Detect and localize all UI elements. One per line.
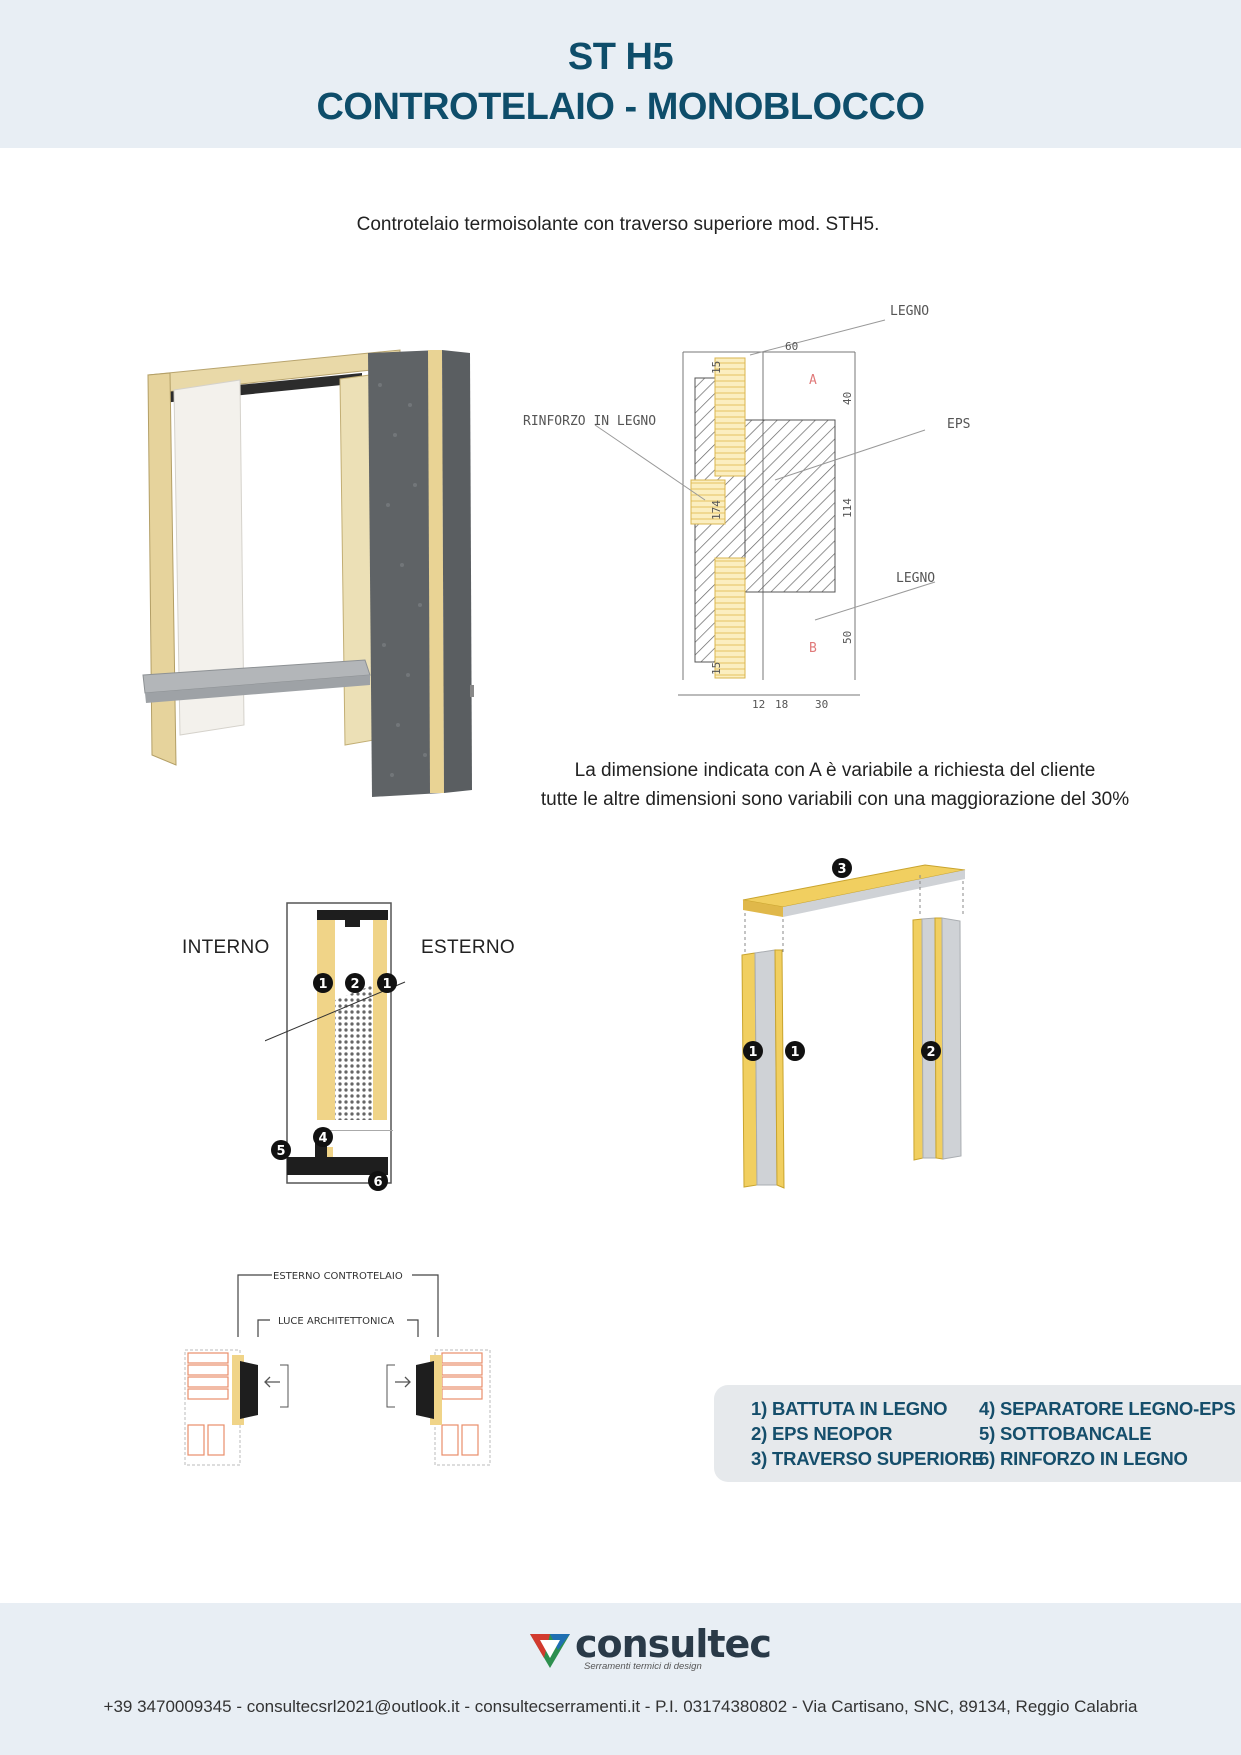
brand-name: consultec: [575, 1622, 772, 1666]
brand-tagline: Serramenti termici di design: [584, 1661, 702, 1672]
label-interno: INTERNO: [182, 937, 270, 958]
label-rinforzo: RINFORZO IN LEGNO: [523, 414, 656, 429]
intro-text: Controtelaio termoisolante con traverso …: [356, 214, 880, 235]
exploded-marker-1a: 1: [748, 1045, 757, 1060]
dim-right-bottom: 50: [841, 631, 854, 644]
legend-item-2: 2) EPS NEOPOR: [751, 1423, 893, 1444]
note-line-1: La dimensione indicata con A è variabile…: [574, 760, 1096, 781]
installation-drawing: ESTERNO CONTROTELAIO LUCE ARCHITETTONICA: [184, 1271, 491, 1466]
header-band: [0, 0, 1241, 148]
marker-5: 5: [276, 1144, 285, 1159]
legend-box: [714, 1385, 1241, 1482]
label-eps: EPS: [947, 417, 970, 432]
cross-section-drawing: [265, 902, 406, 1184]
dim-left-bottom: 15: [710, 662, 723, 675]
label-legno-bottom: LEGNO: [896, 571, 935, 586]
marker-2: 2: [350, 977, 359, 992]
product-photo: [142, 349, 474, 797]
label-esterno-controtelaio: ESTERNO CONTROTELAIO: [273, 1271, 403, 1282]
consultec-logo-icon: [530, 1634, 570, 1668]
legend-item-3: 3) TRAVERSO SUPERIORE: [751, 1448, 984, 1469]
marker-4: 4: [318, 1131, 327, 1146]
exploded-marker-1b: 1: [790, 1045, 799, 1060]
label-esterno: ESTERNO: [421, 937, 515, 958]
legend-item-4: 4) SEPARATORE LEGNO-EPS: [979, 1398, 1236, 1419]
cross-section-markers: 1 2 1 4 5 6: [271, 973, 397, 1191]
page-subtitle: CONTROTELAIO - MONOBLOCCO: [316, 86, 925, 128]
exploded-frame-drawing: [741, 864, 966, 1189]
page-title: ST H5: [567, 36, 674, 78]
marker-b: B: [809, 641, 817, 656]
marker-6: 6: [373, 1175, 382, 1190]
label-legno-top: LEGNO: [890, 304, 929, 319]
legend-item-5: 5) SOTTOBANCALE: [979, 1423, 1152, 1444]
dim-right-top: 40: [841, 392, 854, 405]
footer-contact: +39 3470009345 - consultecsrl2021@outloo…: [103, 1697, 1138, 1716]
legend-item-1: 1) BATTUTA IN LEGNO: [751, 1398, 948, 1419]
label-luce-architettonica: LUCE ARCHITETTONICA: [278, 1316, 394, 1327]
dim-right-mid: 114: [841, 498, 854, 518]
dim-bottom-2: 18: [775, 698, 788, 711]
exploded-marker-2: 2: [926, 1045, 935, 1060]
footer-band: [0, 1603, 1241, 1755]
section-drawing: LEGNO RINFORZO IN LEGNO EPS LEGNO A B 60…: [523, 304, 970, 711]
dim-bottom-1: 12: [752, 698, 765, 711]
marker-a: A: [809, 373, 817, 388]
marker-1a: 1: [318, 977, 327, 992]
note-line-2: tutte le altre dimensioni sono variabili…: [540, 789, 1130, 810]
exploded-markers: 3 1 1 2: [743, 858, 941, 1061]
dim-top: 60: [785, 340, 798, 353]
marker-1b: 1: [382, 977, 391, 992]
legend-item-6: 6) RINFORZO IN LEGNO: [979, 1448, 1188, 1469]
dim-left-top: 15: [710, 361, 723, 374]
dim-left-mid: 174: [710, 500, 723, 520]
exploded-marker-3: 3: [837, 862, 846, 877]
dim-bottom-3: 30: [815, 698, 828, 711]
